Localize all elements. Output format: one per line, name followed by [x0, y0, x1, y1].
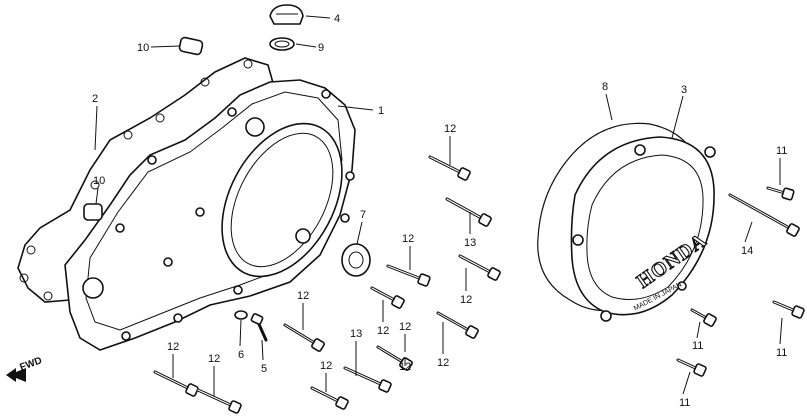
label-part-3: 3 — [681, 84, 687, 96]
leader-line — [696, 321, 701, 339]
bolt — [676, 358, 707, 377]
label-part-13-b: 13 — [350, 328, 362, 340]
leader-lines — [94, 15, 783, 396]
label-part-1: 1 — [378, 105, 384, 117]
leader-line — [295, 43, 317, 48]
label-part-12-a: 12 — [444, 123, 456, 135]
label-part-12-c: 12 — [460, 294, 472, 306]
bolt — [728, 193, 800, 237]
callout-labels: 1 2 3 4 5 6 7 8 9 10 10 11 11 11 11 14 1… — [92, 13, 787, 409]
bolts-group — [153, 155, 805, 414]
bolt — [343, 366, 392, 393]
label-part-12-k: 12 — [320, 360, 332, 372]
clutch-opening — [221, 122, 343, 278]
gasket-bolt-holes — [19, 59, 253, 301]
leader-line — [744, 221, 753, 243]
clutch-opening-inner — [230, 132, 334, 268]
label-part-12-b: 12 — [402, 233, 414, 245]
label-part-12-f: 12 — [399, 321, 411, 333]
label-part-12-i: 12 — [167, 341, 179, 353]
bolt — [370, 286, 405, 309]
cover-boss-oil — [295, 228, 311, 244]
forward-direction-indicator: FWD — [6, 355, 44, 382]
label-part-7: 7 — [360, 209, 366, 221]
bolt — [196, 388, 242, 414]
label-part-12-g: 12 — [437, 357, 449, 369]
label-part-10-upper: 10 — [137, 42, 149, 54]
label-part-11-c: 11 — [692, 340, 703, 352]
leader-line — [305, 15, 331, 19]
label-part-8: 8 — [602, 81, 608, 93]
label-part-2: 2 — [92, 93, 98, 105]
label-part-14: 14 — [741, 245, 753, 257]
leader-line — [682, 371, 691, 395]
bolt — [445, 197, 492, 227]
label-part-11-a: 11 — [776, 145, 787, 157]
label-part-9: 9 — [318, 42, 324, 54]
generator-cover-face — [586, 154, 704, 300]
label-part-4: 4 — [334, 13, 340, 25]
bolt — [386, 264, 431, 287]
bolt — [458, 254, 501, 281]
label-part-11-b: 11 — [776, 347, 787, 359]
dowel-pin-lower — [83, 203, 103, 221]
bolt — [690, 308, 717, 327]
leader-line — [605, 93, 613, 121]
generator-cover-lugs — [572, 144, 716, 322]
sealing-washer — [234, 310, 248, 320]
oil-seal-inner — [348, 251, 364, 269]
bolt — [310, 386, 349, 410]
cover-boss-lower — [82, 277, 104, 299]
leader-line — [239, 319, 242, 347]
cover-bolt-lugs — [115, 89, 355, 341]
leader-line — [671, 95, 684, 139]
cover-boss-upper — [245, 117, 265, 137]
leader-line — [337, 105, 374, 111]
leader-line — [261, 339, 264, 361]
label-part-13-a: 13 — [464, 237, 476, 249]
fwd-label: FWD — [18, 355, 43, 373]
bolt — [766, 186, 795, 201]
bolt — [376, 345, 413, 371]
bolt — [153, 370, 199, 397]
label-part-11-d: 11 — [679, 397, 690, 409]
label-part-12-d: 12 — [297, 290, 309, 302]
fwd-arrow-icon — [6, 368, 26, 382]
label-part-5: 5 — [261, 363, 267, 375]
bolt — [436, 311, 479, 339]
bolt — [283, 323, 325, 352]
leader-line — [356, 221, 363, 245]
oil-seal — [341, 243, 371, 277]
leader-line — [150, 45, 181, 48]
leader-line — [95, 187, 99, 205]
leader-line — [94, 105, 98, 151]
label-part-10-lower: 10 — [93, 175, 105, 187]
label-part-6: 6 — [238, 349, 244, 361]
dowel-pin-upper — [178, 36, 204, 56]
label-part-12-e: 12 — [377, 325, 389, 337]
o-ring — [269, 37, 295, 51]
bolt — [428, 155, 471, 181]
leader-line — [779, 317, 783, 345]
o-ring-inner — [274, 40, 290, 48]
bolt — [772, 300, 805, 319]
label-part-12-j: 12 — [208, 353, 220, 365]
label-part-12-h: 12 — [399, 361, 411, 373]
drain-bolt — [250, 313, 268, 342]
